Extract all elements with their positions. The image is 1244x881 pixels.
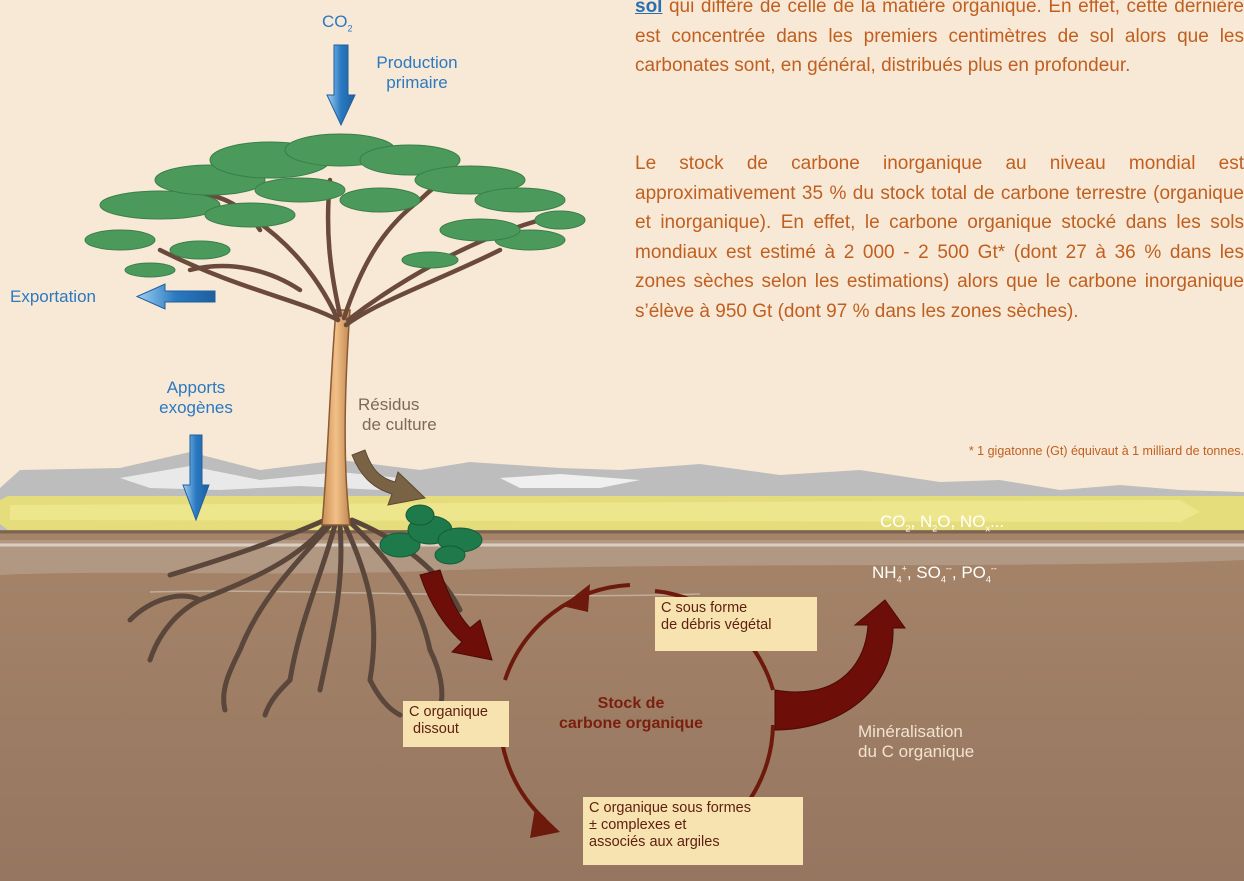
tree-roots — [127, 517, 463, 718]
production-primaire-label: Production primaire — [376, 53, 458, 92]
footnote-gigatonne: * 1 gigatonne (Gt) équivaut à 1 milliard… — [968, 444, 1244, 458]
apports-exogenes-label: Apports exogènes — [159, 378, 233, 417]
box-debris-vegetal: C sous forme de débris végétal — [655, 597, 817, 651]
crop-residue-plant — [379, 504, 483, 565]
cycle-arrowhead-top — [562, 584, 590, 612]
apports-exogenes-arrow — [182, 434, 210, 522]
stock-carbone-organique-label: Stock de carbone organique — [558, 695, 704, 732]
nutrients-released-label: NH4+, SO4--, PO4-- — [872, 563, 997, 585]
box-c-complexes-argiles: C organique sous formes ± complexes et a… — [583, 797, 803, 865]
gases-emitted-label: CO2, N2O, NOx... — [880, 512, 1005, 534]
exportation-arrow — [135, 283, 216, 310]
soil-link[interactable]: sol — [635, 0, 663, 17]
residus-culture-label: Résidus de culture — [358, 395, 437, 434]
tree-foliage — [84, 133, 586, 278]
paragraph-inorganic-stock: Le stock de carbone inorganique au nivea… — [635, 153, 1244, 322]
input-to-soil-arrow — [419, 569, 493, 661]
box-c-organique-dissout: C organique dissout — [403, 701, 509, 747]
paragraph-carbonates: sol qui diffère de celle de la matière o… — [635, 0, 1244, 81]
mineralization-arrow — [774, 599, 906, 731]
topsoil-highlight — [10, 500, 1200, 522]
co2-top-label: CO2 — [322, 12, 353, 34]
tree-trunk — [321, 309, 351, 526]
exportation-label: Exportation — [10, 287, 96, 306]
co2-production-arrow — [326, 44, 356, 127]
mineralisation-label: Minéralisation du C organique — [858, 722, 975, 761]
cycle-arrowhead-bottom — [530, 808, 560, 838]
surface-white-edge-2 — [500, 474, 640, 488]
residue-arrow — [351, 449, 427, 506]
